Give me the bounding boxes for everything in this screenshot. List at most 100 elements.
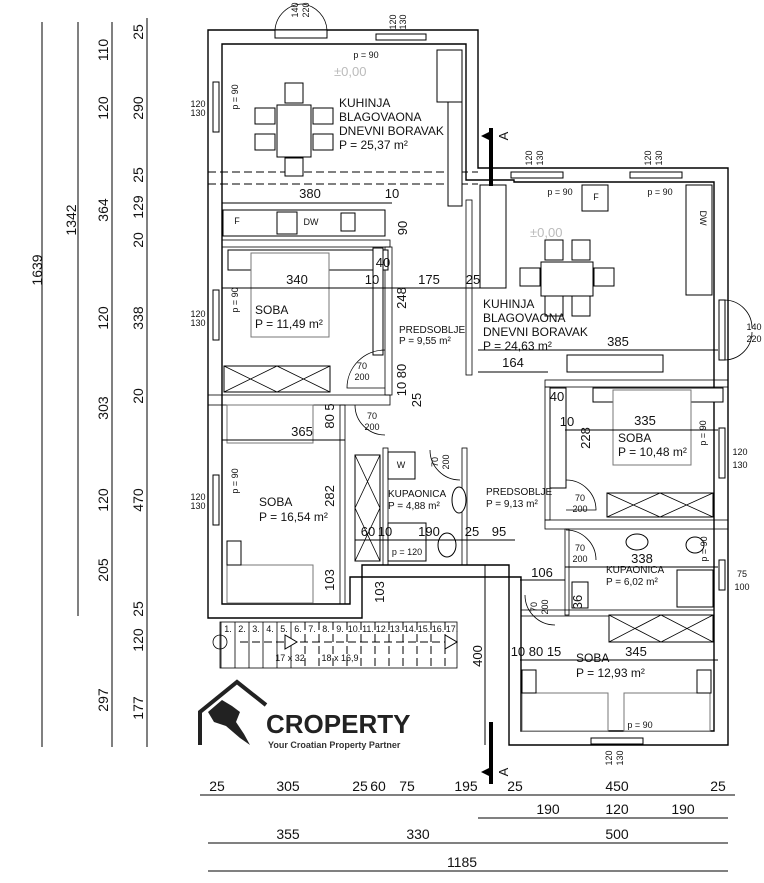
plan-label: 248: [394, 287, 409, 309]
bathtub: [676, 569, 714, 608]
stair-step: 5.: [280, 624, 288, 634]
room-area: P = 4,88 m²: [388, 501, 440, 512]
dim: 195: [454, 778, 478, 794]
stair-riser: 18 x 16,9: [321, 653, 358, 663]
dim: 110: [95, 39, 111, 62]
dim: 177: [130, 696, 146, 720]
plan-label: 200: [572, 504, 587, 514]
plan-label: 103: [322, 569, 337, 591]
window: [212, 289, 220, 341]
room-name: KUPAONICA: [606, 565, 664, 576]
dishwasher-label: DW: [304, 217, 319, 227]
stair-step: 11.: [362, 624, 374, 634]
dim: 290: [130, 96, 146, 120]
plan-label: 130: [654, 150, 664, 165]
plan-label: 345: [625, 644, 647, 659]
plan-label: 340: [286, 272, 308, 287]
toilet: [437, 532, 457, 558]
plan-label: A: [496, 767, 511, 776]
plan-label: 130: [190, 108, 205, 118]
stair-step: 3.: [252, 624, 260, 634]
dim: 20: [130, 388, 146, 404]
plan-label: 10: [378, 524, 392, 539]
dim: 205: [95, 558, 111, 582]
door-swing: [346, 349, 386, 389]
plan-label: 130: [732, 460, 747, 470]
plan-label: 140: [746, 322, 761, 332]
dim: 364: [95, 198, 111, 222]
plan-label: p = 90: [627, 720, 652, 730]
plan-label: p = 90: [230, 468, 240, 493]
stair-step: 15.: [418, 624, 431, 634]
single-bed: [623, 692, 711, 732]
plan-label: 75: [737, 569, 747, 579]
fridge-label: F: [234, 216, 240, 226]
plan-label: 120: [388, 14, 398, 29]
dim: 25: [352, 778, 368, 794]
plan-label: p = 90: [230, 287, 240, 312]
elevation-label: ±0,00: [334, 64, 366, 79]
plan-label: 40: [550, 389, 564, 404]
plan-label: 200: [354, 372, 369, 382]
door-swing: [565, 529, 597, 561]
room-name: SOBA: [618, 431, 651, 445]
sink: [340, 212, 356, 232]
room-name: BLAGOVAONA: [339, 110, 421, 124]
dim: 190: [671, 801, 695, 817]
plan-label: 335: [634, 413, 656, 428]
dim: 305: [276, 778, 300, 794]
plan-label: 10: [365, 272, 379, 287]
dim: 25: [130, 24, 146, 40]
door-swing: [354, 404, 386, 436]
plan-label: p = 90: [230, 84, 240, 109]
single-bed: [226, 404, 314, 444]
room-area: P = 12,93 m²: [576, 666, 645, 680]
plan-label: 36: [570, 595, 585, 609]
dim: 75: [399, 778, 415, 794]
plan-label: 10: [385, 186, 399, 201]
terrace-door: [718, 299, 726, 361]
plan-label: p = 90: [699, 536, 709, 561]
plan-label: 40: [376, 255, 390, 270]
plan-label: 200: [540, 599, 550, 614]
washer-label: W: [397, 460, 406, 470]
plan-label: 200: [364, 422, 379, 432]
door-swing: [565, 479, 597, 511]
plan-label: p = 120: [392, 547, 422, 557]
plan-label: 103: [372, 581, 387, 603]
stair-step: 9.: [336, 624, 344, 634]
plan-label: 25: [409, 393, 424, 407]
room-area: P = 11,49 m²: [255, 317, 323, 331]
plan-label: 120: [190, 492, 205, 502]
company-logo: CROPERTY Your Croatian Property Partner: [198, 679, 410, 750]
plan-label: p = 90: [647, 187, 672, 197]
plan-label: 385: [607, 334, 629, 349]
room-name: BLAGOVAONA: [483, 311, 565, 325]
plan-label: 120: [524, 150, 534, 165]
plan-label: 220: [746, 334, 761, 344]
dim: 25: [130, 601, 146, 617]
walls: [207, 29, 729, 746]
plan-label: 25: [465, 524, 479, 539]
plan-label: 190: [418, 524, 440, 539]
logo-name: CROPERTY: [266, 709, 410, 739]
plan-label: 70: [367, 411, 377, 421]
stair-step: 13.: [390, 624, 403, 634]
bottom-dimension-chains: 25 305 25 60 75 195 25 450 25 190 120 19…: [200, 778, 735, 872]
dim: 120: [95, 96, 111, 120]
plan-label: 228: [578, 427, 593, 449]
plan-label: 164: [502, 355, 524, 370]
kitchen-counter: [222, 209, 386, 237]
plan-label: p = 90: [353, 50, 378, 60]
fridge-label: F: [593, 192, 599, 202]
dim: 25: [130, 167, 146, 183]
stair-step: 14.: [404, 624, 417, 634]
left-dimension-chains: 1639 1342 110 120 364 120 303 120 205 29…: [29, 18, 148, 747]
plan-label: 400: [470, 645, 485, 667]
window: [375, 33, 427, 41]
plan-label: 282: [322, 485, 337, 507]
plan-label: 70: [575, 493, 585, 503]
dim: 450: [605, 778, 629, 794]
room-name: KUHINJA: [339, 96, 390, 110]
entrance-door: [274, 29, 328, 39]
